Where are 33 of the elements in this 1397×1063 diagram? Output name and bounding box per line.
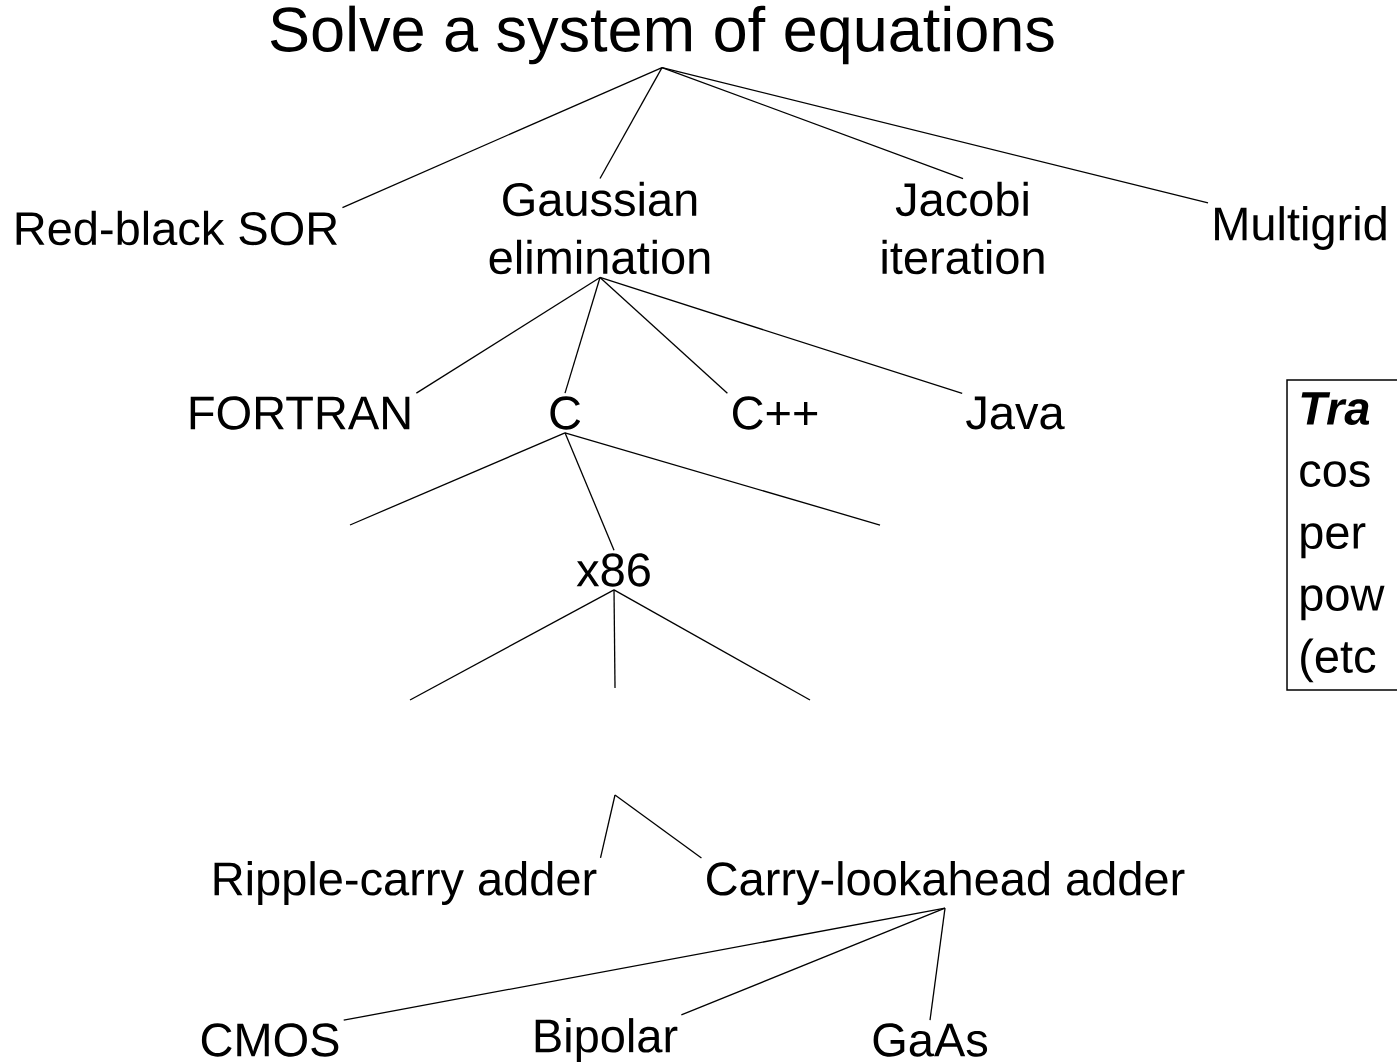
- tree-line: [599, 276, 729, 394]
- tree-line: [409, 589, 615, 701]
- tree-label: Multigrid: [1215, 206, 1386, 250]
- tree-line: [564, 276, 601, 394]
- tree-label: x86: [576, 553, 650, 587]
- note-box: Tra cos per pow (etc: [1286, 379, 1397, 691]
- tree-line: [599, 794, 616, 859]
- tree-label: C++: [733, 396, 818, 430]
- tree-label: Gaussian elimination: [489, 181, 710, 275]
- tree-line: [661, 66, 1209, 204]
- tree-label: Carry-lookahead adder: [707, 861, 1185, 905]
- tree-line: [929, 907, 946, 1021]
- tree-line: [599, 66, 663, 180]
- tree-line: [564, 432, 881, 526]
- tree-line: [614, 794, 703, 859]
- tree-label: Bipolar: [535, 1018, 678, 1062]
- tree-label: Red-black SOR: [16, 210, 337, 246]
- tree-line: [341, 66, 663, 209]
- tree-label: CMOS: [201, 1023, 339, 1057]
- tree-line: [613, 589, 616, 689]
- title-text: Solve a system of equations: [270, 5, 1054, 65]
- tree-line: [415, 276, 601, 394]
- tree-label: Ripple-carry adder: [214, 861, 597, 905]
- tree-line: [599, 276, 963, 395]
- tree-line: [613, 589, 811, 701]
- tree-line: [680, 907, 946, 1016]
- tree-label: Java: [966, 396, 1065, 430]
- tree-line: [564, 432, 615, 551]
- tree-label: GaAs: [873, 1023, 988, 1057]
- tree-label: C: [550, 396, 581, 430]
- tree-label: Jacobi iteration: [882, 181, 1044, 275]
- tree-line: [349, 432, 566, 526]
- tree-label: FORTRAN: [190, 396, 410, 430]
